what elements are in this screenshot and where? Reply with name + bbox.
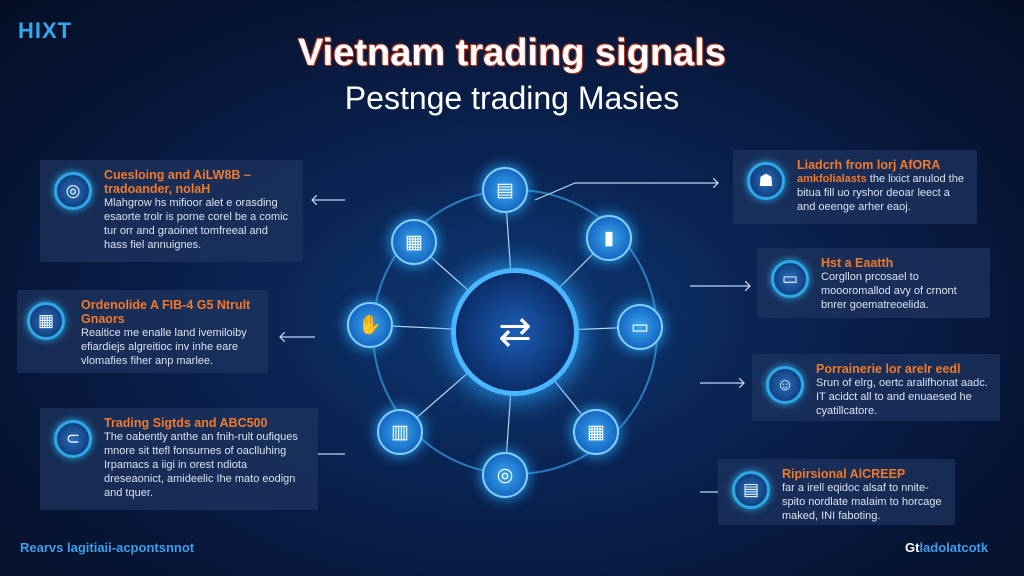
grid-icon: ▦ <box>573 409 619 455</box>
card-body: the lixict anulod the bitua fill uo rysh… <box>797 173 964 213</box>
chart-icon: ▦ <box>27 302 65 340</box>
card-body: The oabently anthe an fnih-rult oufiques… <box>104 431 298 499</box>
card-title: Trading Sigtds and ABC500 <box>104 416 268 430</box>
page-subtitle: Pestnge trading Masies <box>344 80 680 116</box>
footer-left: Rearvs lagitiaii-acpontsnnot <box>20 540 195 555</box>
logo: HIXT <box>18 18 73 43</box>
robot-icon: ☗ <box>747 162 785 200</box>
qr-icon: ▦ <box>391 219 437 265</box>
card-body: Reaitice me enalle land ivemiloiby efiar… <box>81 327 247 367</box>
page-title: Vietnam trading signals <box>298 32 726 74</box>
people-icon: ☺ <box>766 366 804 404</box>
card-title: Liadcrh from lorj AfORA <box>797 158 941 172</box>
card-body: Mlahgrow hs mifioor alet e orasding esao… <box>104 197 289 251</box>
footer-right-text: ladolatcotk <box>919 540 989 555</box>
info-card-6: ☺ Porrainerie lor arelr eedl Srun of elr… <box>752 354 1000 421</box>
bar-chart-icon: ▮ <box>586 215 632 261</box>
card-title: Ordenolide A FIB-4 G5 Ntrult Gnaors <box>81 298 251 326</box>
info-card-1: ◎ Cuesloing and AiLW8B – tradoander, nol… <box>40 160 303 262</box>
card-title: Cuesloing and AiLW8B – tradoander, nolaH <box>104 168 251 196</box>
server-icon: ▭ <box>771 260 809 298</box>
footer-right: Gtladolatcotk <box>905 540 988 555</box>
card-title-rest: amkfolialasts <box>797 173 867 185</box>
info-card-5: ▭ Hst a Eaatth Corgllon prcosael to mooo… <box>757 248 990 318</box>
coin-icon: ◎ <box>482 452 528 498</box>
target-icon: ◎ <box>54 172 92 210</box>
card-title: Porrainerie lor arelr eedl <box>816 362 961 376</box>
info-card-4: ☗ Liadcrh from lorj AfORA amkfolialasts … <box>733 150 977 224</box>
info-card-2: ▦ Ordenolide A FIB-4 G5 Ntrult Gnaors Re… <box>17 290 268 373</box>
lock-icon: ⊂ <box>54 420 92 458</box>
card-title: Hst a Eaatth <box>821 256 894 270</box>
thumbs-up-icon: ✋ <box>347 302 393 348</box>
document-icon: ▤ <box>732 471 770 509</box>
card-icon: ▭ <box>617 304 663 350</box>
ticket-icon: ▤ <box>482 167 528 213</box>
info-card-3: ⊂ Trading Sigtds and ABC500 The oabently… <box>40 408 318 510</box>
info-card-7: ▤ Ripirsional AlCREEP far a irell eqidoc… <box>718 459 955 525</box>
card-body: Srun of elrg, oertc aralifhonat aadc. IT… <box>816 377 988 417</box>
card-body: Corgllon prcosael to moooromallod avy of… <box>821 271 957 311</box>
footer-right-bold: Gt <box>905 540 920 555</box>
card-body: far a irell eqidoc alsaf to nnite-spito … <box>782 482 942 522</box>
building-icon: ▥ <box>377 409 423 455</box>
card-title: Ripirsional AlCREEP <box>782 467 906 481</box>
hub-exchange-icon: ⇄ <box>451 268 579 396</box>
